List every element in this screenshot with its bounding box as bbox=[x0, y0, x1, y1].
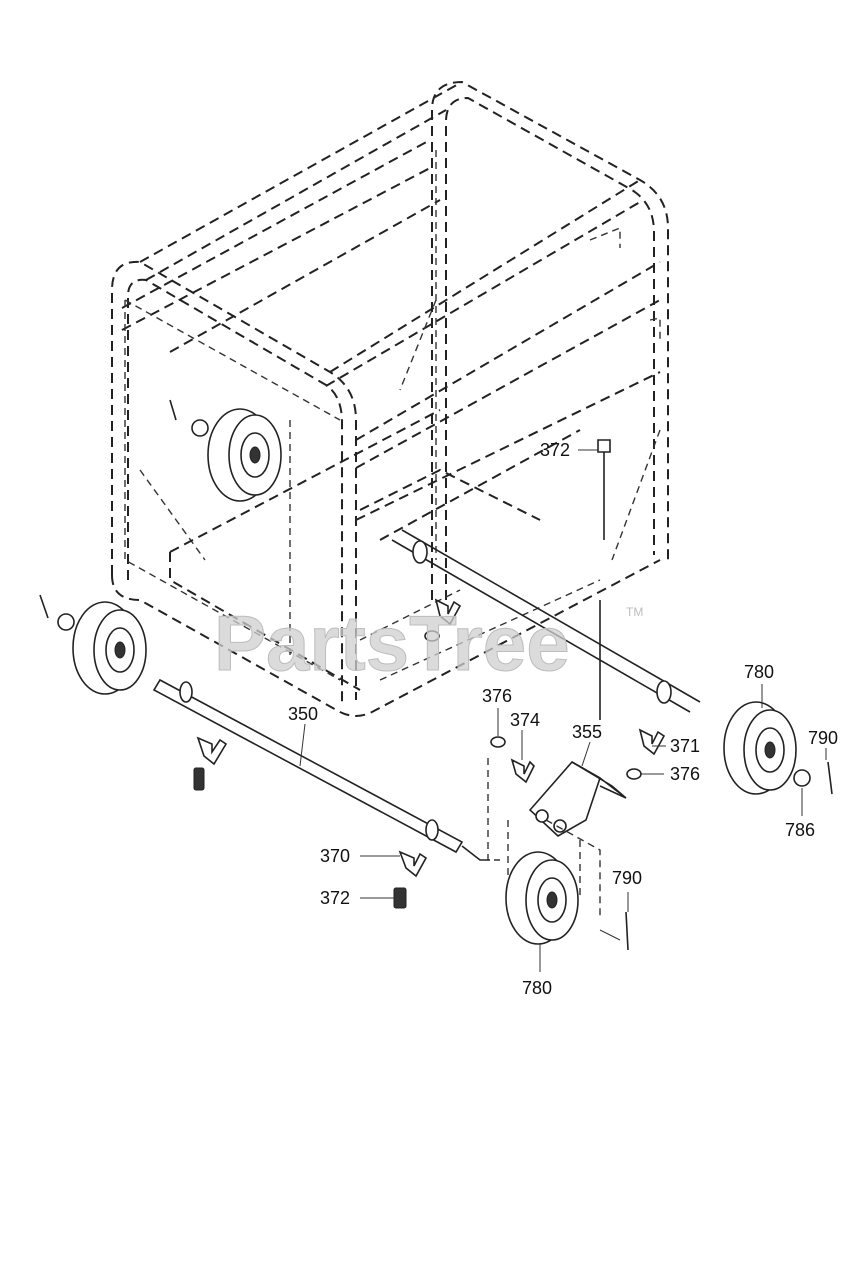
generator-frame bbox=[111, 80, 669, 717]
rear-axle bbox=[391, 529, 701, 720]
wheel-front-left bbox=[39, 594, 147, 695]
wheel-rear-left bbox=[169, 399, 282, 502]
wheel-caster bbox=[505, 851, 629, 951]
watermark-brand: PartsTree bbox=[214, 599, 570, 687]
watermark-trademark: TM bbox=[626, 605, 643, 619]
callout-labels: 372 780 790 786 371 376 376 374 355 350 … bbox=[288, 440, 838, 998]
callout-790-pin-right: 790 bbox=[808, 728, 838, 748]
front-axle bbox=[152, 678, 490, 861]
callout-376-nut-right: 376 bbox=[670, 764, 700, 784]
callout-376-nut-mount: 376 bbox=[482, 686, 512, 706]
callout-786-washer: 786 bbox=[785, 820, 815, 840]
callout-780-wheel-right: 780 bbox=[744, 662, 774, 682]
callout-371-bracket: 371 bbox=[670, 736, 700, 756]
wheel-front-right bbox=[723, 701, 833, 795]
callout-374-bracket: 374 bbox=[510, 710, 540, 730]
callout-780-wheel-caster: 780 bbox=[522, 978, 552, 998]
brackets bbox=[196, 598, 666, 878]
callout-372-bolt-front: 372 bbox=[320, 888, 350, 908]
watermark: PartsTree TM bbox=[214, 599, 644, 688]
caster-mount bbox=[487, 758, 627, 920]
callout-350-axle: 350 bbox=[288, 704, 318, 724]
nuts bbox=[424, 630, 642, 780]
callout-790-pin-caster: 790 bbox=[612, 868, 642, 888]
callout-355-caster-mount: 355 bbox=[572, 722, 602, 742]
callout-370-bracket: 370 bbox=[320, 846, 350, 866]
leader-lines bbox=[299, 449, 827, 972]
callout-372-bolt-rear: 372 bbox=[540, 440, 570, 460]
